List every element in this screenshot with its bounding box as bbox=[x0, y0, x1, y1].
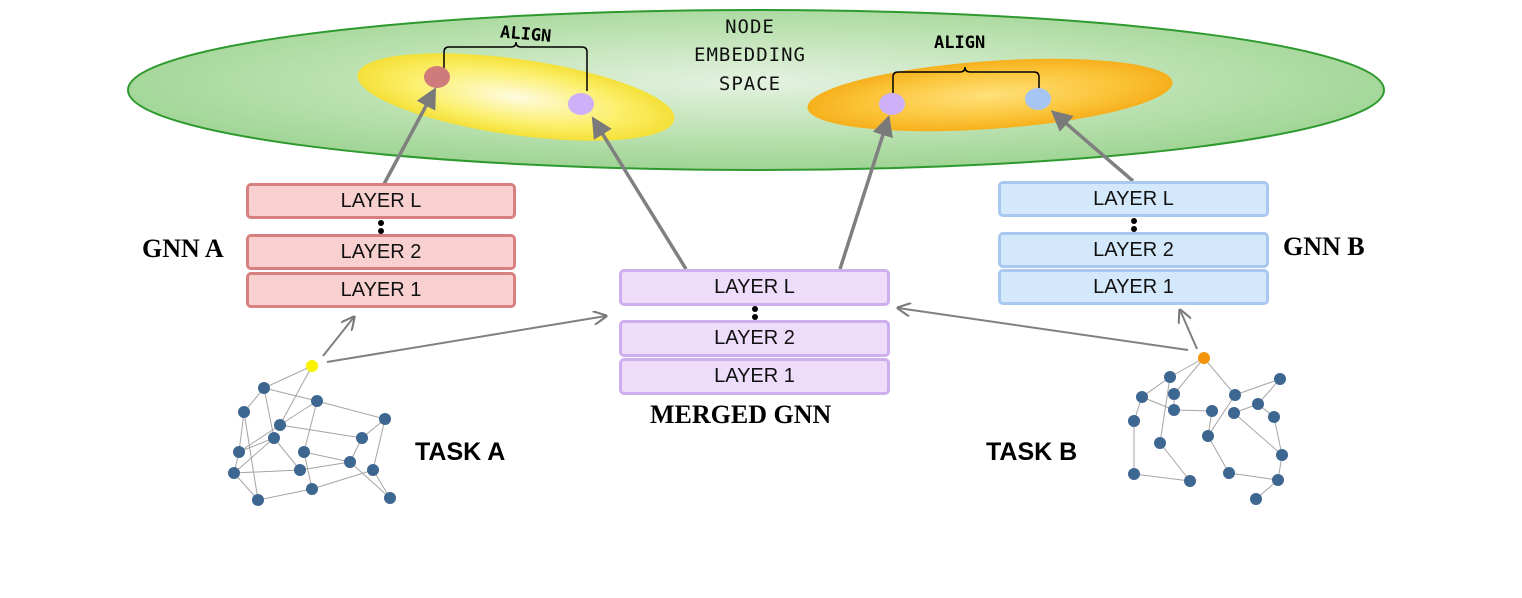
gnn-a-layer-2: LAYER 2 bbox=[246, 234, 516, 270]
gnn-b-layer-l: LAYER L bbox=[998, 181, 1269, 217]
task-b-source-node bbox=[1198, 352, 1210, 364]
embedding-label-line-1: NODE bbox=[725, 16, 775, 38]
embedding-node-gnn-b bbox=[1025, 88, 1051, 110]
gnn-a-ellipsis bbox=[378, 220, 384, 234]
embedding-label-line-2: EMBEDDING bbox=[694, 44, 806, 66]
embedding-node-merged-right bbox=[879, 93, 905, 115]
arrow-gnn-a-to-embedding bbox=[382, 87, 436, 185]
align-brace-left bbox=[443, 41, 588, 91]
gnn-b-layer-1: LAYER 1 bbox=[998, 269, 1269, 305]
gnn-a-layer-l: LAYER L bbox=[246, 183, 516, 219]
task-a-nodes bbox=[228, 382, 396, 506]
arrow-merged-to-embedding-left bbox=[591, 116, 688, 270]
gnn-a-title: GNN A bbox=[142, 234, 224, 263]
align-brace-right bbox=[892, 66, 1040, 93]
gnn-b-layer-2: LAYER 2 bbox=[998, 232, 1269, 268]
arrow-task-a-to-merged bbox=[326, 316, 606, 363]
gnn-b-ellipsis bbox=[1131, 218, 1137, 232]
arrow-task-b-to-merged bbox=[898, 308, 1189, 351]
merged-layer-1: LAYER 1 bbox=[619, 358, 890, 395]
merged-layer-l: LAYER L bbox=[619, 269, 890, 306]
embedding-node-gnn-a bbox=[424, 66, 450, 88]
gnn-a-layer-1: LAYER 1 bbox=[246, 272, 516, 308]
gnn-b-title: GNN B bbox=[1283, 232, 1365, 261]
merged-layer-2: LAYER 2 bbox=[619, 320, 890, 357]
embedding-label-line-3: SPACE bbox=[719, 73, 781, 95]
merged-ellipsis bbox=[752, 306, 758, 320]
merged-title: MERGED GNN bbox=[650, 400, 832, 429]
align-label-left: ALIGN bbox=[499, 22, 552, 46]
task-a-graph bbox=[233, 365, 391, 501]
arrow-gnn-b-to-embedding bbox=[1050, 110, 1135, 183]
arrow-task-b-to-gnn-b bbox=[1180, 310, 1198, 350]
task-b-label: TASK B bbox=[986, 438, 1078, 466]
arrow-merged-to-embedding-right bbox=[838, 114, 893, 270]
task-b-graph bbox=[1133, 357, 1283, 500]
arrow-task-a-to-gnn-a bbox=[322, 317, 354, 357]
embedding-node-merged-left bbox=[568, 93, 594, 115]
task-a-label: TASK A bbox=[415, 438, 506, 466]
align-label-right: ALIGN bbox=[934, 33, 985, 53]
task-a-source-node bbox=[306, 360, 318, 372]
task-b-nodes bbox=[1128, 371, 1288, 505]
